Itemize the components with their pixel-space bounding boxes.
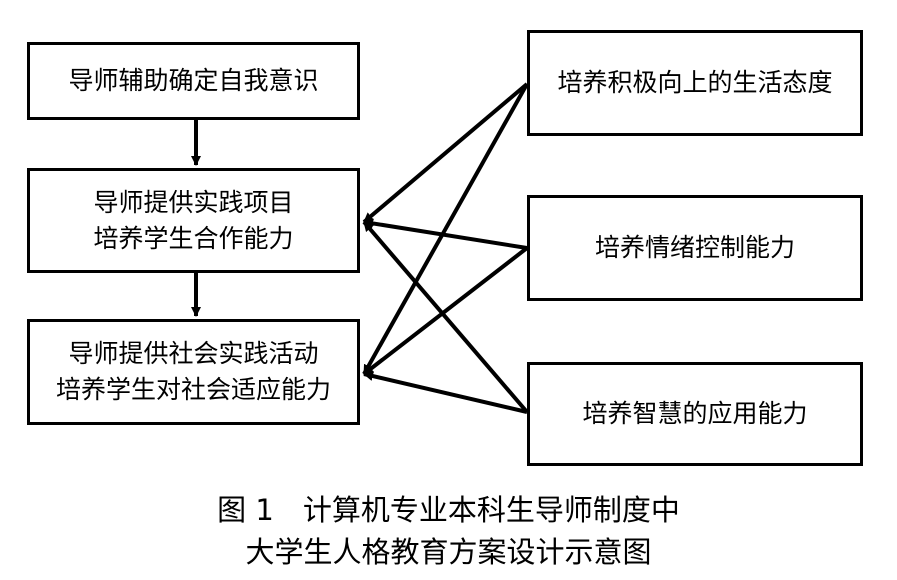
box-label-line: 培养学生合作能力: [93, 223, 294, 253]
arrow-wisdom-to-cooperation: [362, 220, 529, 414]
box-cooperation: 导师提供实践项目 培养学生合作能力: [27, 168, 360, 273]
arrow-emotion-to-adaptation: [362, 246, 529, 376]
box-label-line: 培养情绪控制能力: [594, 233, 795, 262]
arrow-attitude-to-cooperation: [362, 82, 529, 224]
box-label-line: 培养智慧的应用能力: [582, 399, 808, 428]
box-label-line: 导师提供社会实践活动: [68, 339, 319, 368]
arrow-attitude-to-adaptation: [362, 83, 529, 375]
box-social-adaptation: 导师提供社会实践活动 培养学生对社会适应能力: [27, 319, 360, 425]
box-emotion-control: 培养情绪控制能力: [527, 195, 863, 301]
figure-caption-line-1: 图 1 计算机专业本科生导师制度中: [217, 493, 680, 527]
figure-caption-line-2: 大学生人格教育方案设计示意图: [245, 535, 652, 569]
box-label-line: 培养积极向上的生活态度: [557, 68, 833, 97]
box-label-line: 导师辅助确定自我意识: [68, 66, 319, 95]
box-label-line: 导师提供实践项目: [93, 187, 294, 217]
box-self-awareness: 导师辅助确定自我意识: [27, 42, 360, 120]
arrow-wisdom-to-adaptation: [363, 371, 528, 414]
box-label-line: 培养学生对社会适应能力: [55, 375, 331, 404]
arrow-emotion-to-cooperation: [363, 218, 528, 250]
box-positive-attitude: 培养积极向上的生活态度: [527, 30, 863, 136]
box-wisdom-application: 培养智慧的应用能力: [527, 362, 863, 466]
